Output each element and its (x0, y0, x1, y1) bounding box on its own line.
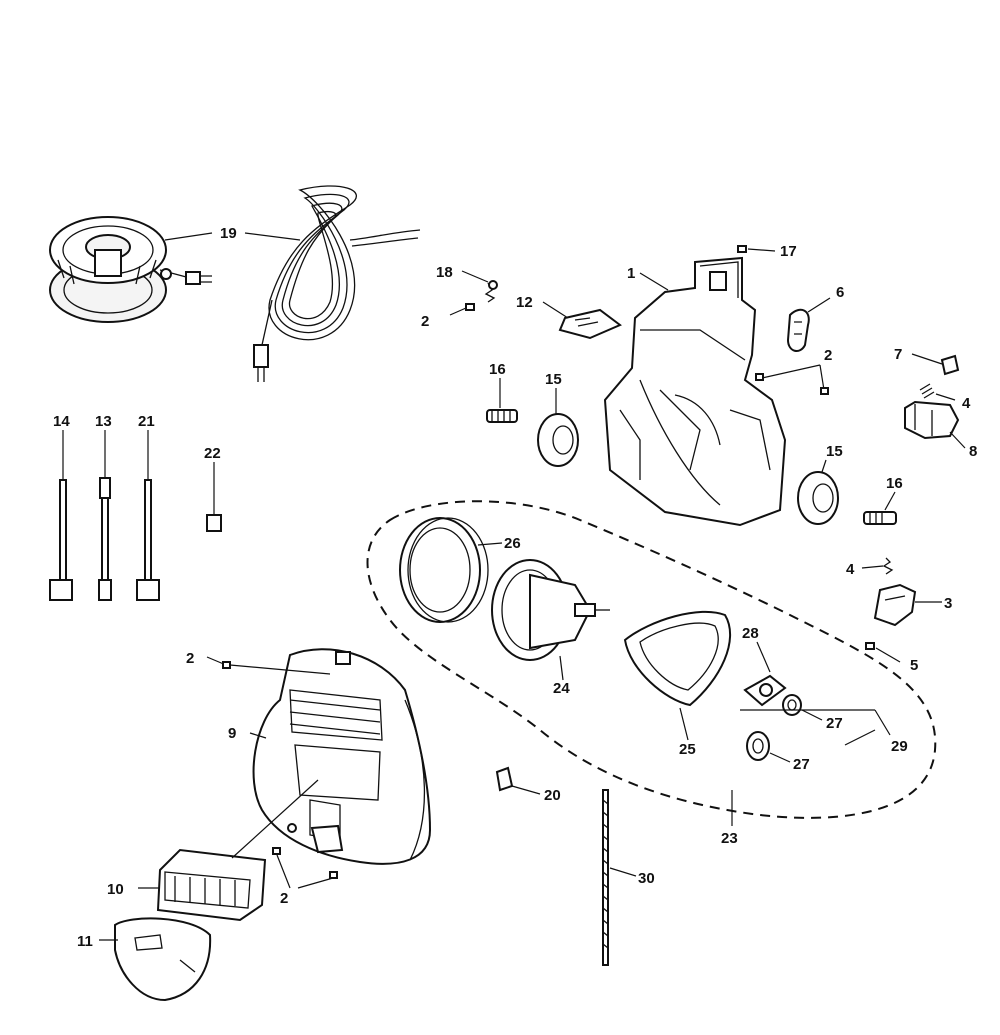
screw-2-top (449, 303, 475, 316)
motor-icon (491, 559, 610, 661)
callout-18: 18 (436, 264, 453, 281)
callout-16b: 16 (886, 475, 903, 492)
spring-18 (484, 280, 498, 303)
filter-ring-26 (399, 517, 489, 623)
clip-6 (786, 308, 810, 352)
callout-1: 1 (627, 265, 635, 282)
switch-plate-12 (558, 308, 622, 340)
callout-30: 30 (638, 870, 655, 887)
power-cord-icon (253, 185, 421, 382)
spring-4-right (882, 557, 894, 575)
clip-20 (495, 766, 514, 792)
callout-2b: 2 (824, 347, 832, 364)
screw-2-cup-top (206, 656, 331, 675)
rod-13 (98, 430, 112, 601)
callout-15b: 15 (826, 443, 843, 460)
pedal-3 (873, 583, 917, 627)
bushing-27-top (782, 694, 802, 716)
callout-26: 26 (504, 535, 521, 552)
callout-27b: 27 (793, 756, 810, 773)
callout-3: 3 (944, 595, 952, 612)
bracket-28 (743, 674, 787, 707)
callout-23: 23 (721, 830, 738, 847)
axle-16-left (486, 409, 518, 423)
cap-7 (940, 354, 960, 376)
cord-reel-icon (49, 216, 212, 323)
callout-13: 13 (95, 413, 112, 430)
main-housing-icon (603, 256, 787, 527)
callout-2a: 2 (421, 313, 429, 330)
latch-cup (287, 823, 344, 854)
motor-assembly-23-outline (366, 500, 937, 819)
rod-30 (602, 789, 609, 966)
screw-2-housing (755, 364, 829, 395)
callout-29: 29 (891, 738, 908, 755)
callout-4a: 4 (962, 395, 971, 412)
screw-17 (737, 245, 776, 253)
gasket-25 (623, 610, 731, 707)
callout-5: 5 (910, 657, 918, 674)
spring-4-top (919, 383, 935, 399)
callout-20: 20 (544, 787, 561, 804)
callout-2c: 2 (186, 650, 194, 667)
callout-12: 12 (516, 294, 533, 311)
filter-10 (156, 848, 267, 922)
axle-16-right (863, 511, 897, 525)
gear-27-bottom (746, 731, 770, 761)
callout-2d: 2 (280, 890, 288, 907)
callout-6: 6 (836, 284, 844, 301)
bracket-8 (904, 400, 960, 440)
callout-21: 21 (138, 413, 155, 430)
callout-15a: 15 (545, 371, 562, 388)
callout-8: 8 (969, 443, 977, 460)
filter-door-11 (114, 917, 212, 1002)
callout-27a: 27 (826, 715, 843, 732)
callout-25: 25 (679, 741, 696, 758)
callout-11: 11 (77, 933, 93, 950)
screw-5 (865, 642, 875, 650)
wheel-15-right (797, 471, 839, 525)
rod-21 (136, 430, 160, 601)
callout-28: 28 (742, 625, 759, 642)
dust-cup-icon (252, 648, 432, 865)
callout-7: 7 (894, 346, 902, 363)
wheel-15-left (537, 413, 579, 467)
callout-19: 19 (220, 225, 237, 242)
callout-9: 9 (228, 725, 236, 742)
callout-16a: 16 (489, 361, 506, 378)
rod-14 (49, 430, 73, 601)
screw-2-cup-bottom (272, 847, 338, 889)
callout-22: 22 (204, 445, 221, 462)
callout-17: 17 (780, 243, 797, 260)
callout-4b: 4 (846, 561, 855, 578)
fastener-22 (206, 462, 222, 532)
callout-24: 24 (553, 680, 570, 697)
callout-10: 10 (107, 881, 124, 898)
callout-14: 14 (53, 413, 70, 430)
